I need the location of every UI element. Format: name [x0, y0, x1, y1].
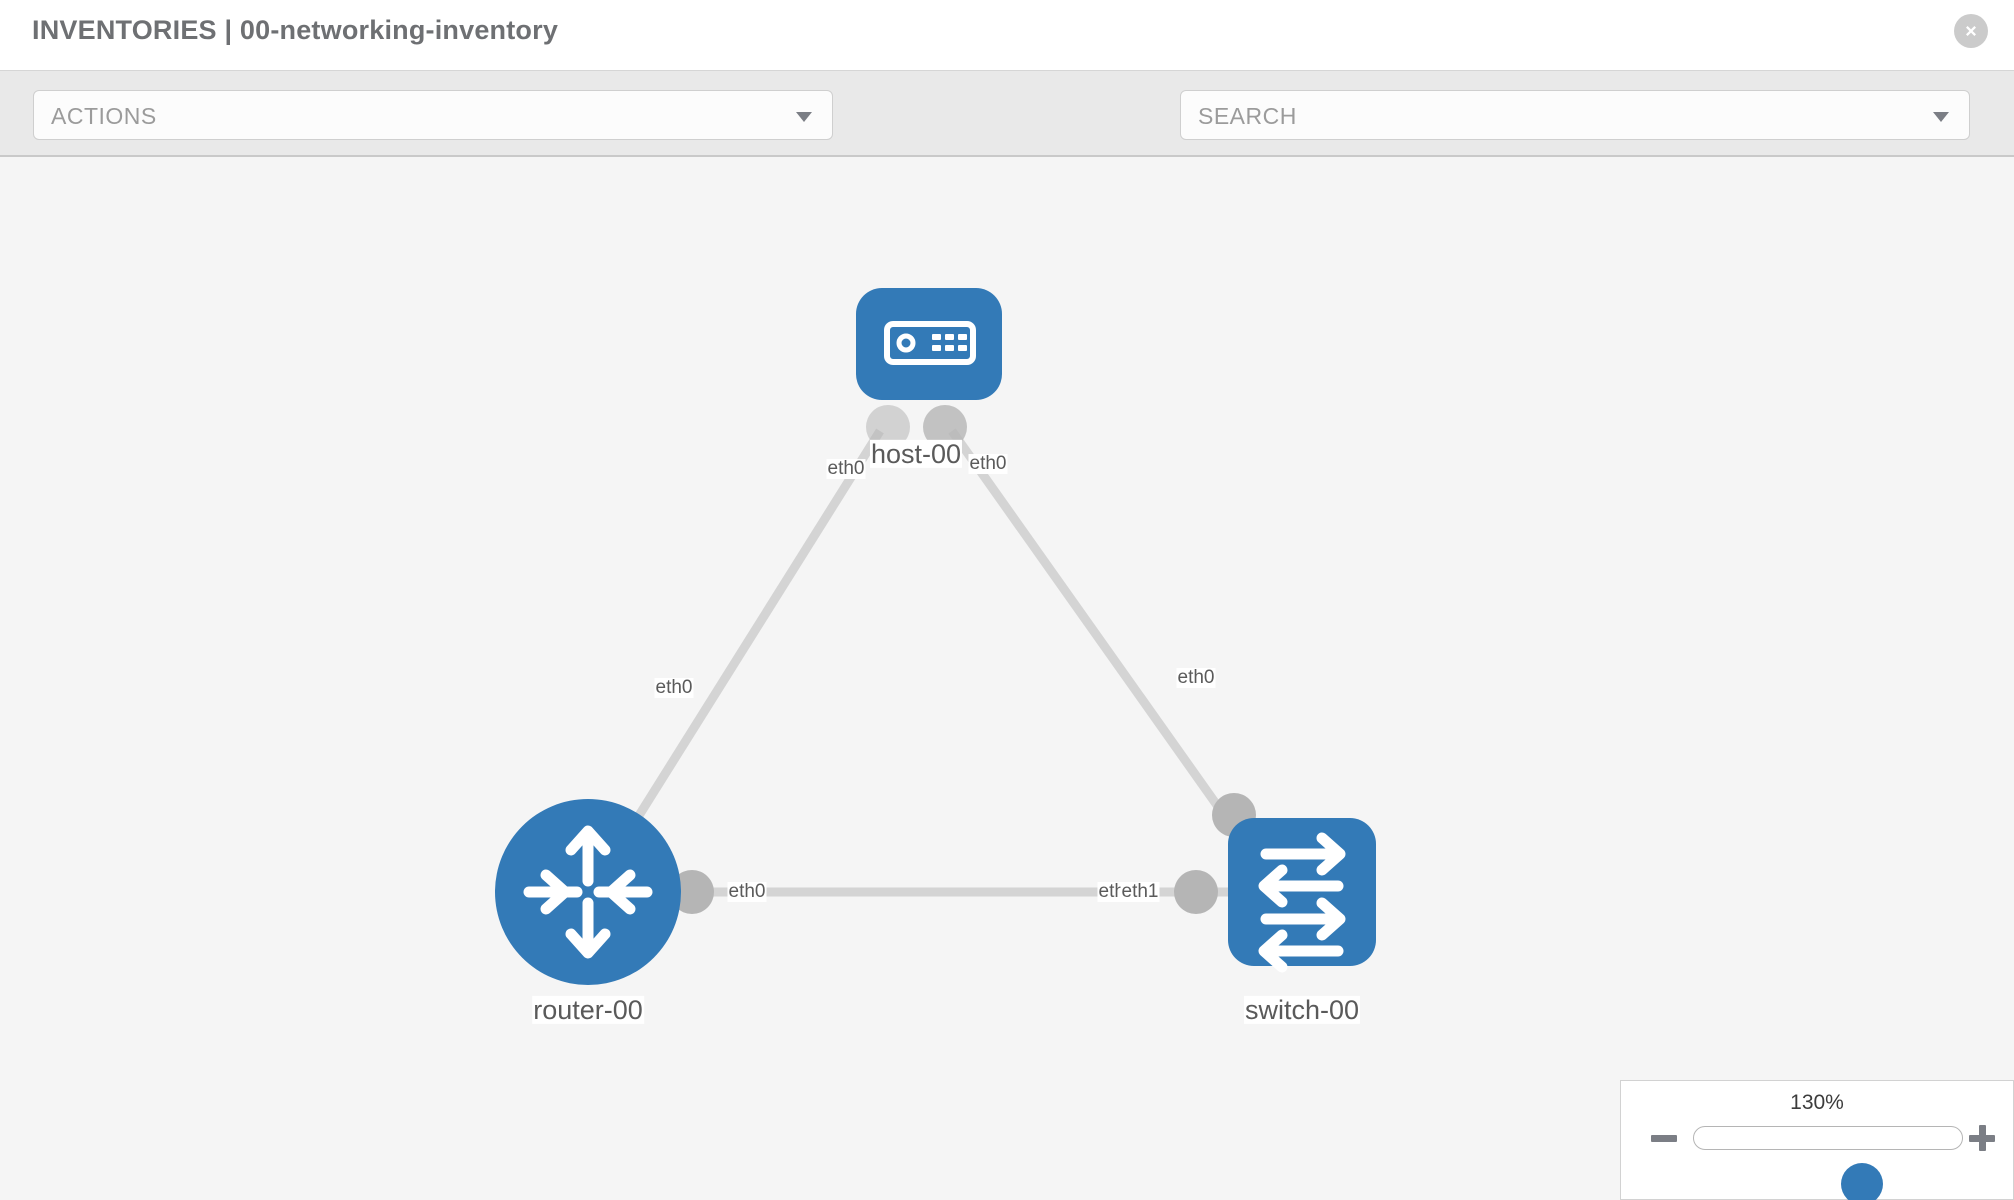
zoom-in-button[interactable]: [1967, 1123, 1997, 1153]
page-header: INVENTORIES | 00-networking-inventory: [0, 0, 2014, 70]
zoom-out-button[interactable]: [1649, 1123, 1679, 1153]
chevron-down-icon[interactable]: [1933, 112, 1949, 122]
node-host-00: [856, 288, 1002, 400]
node-label-host-00: host-00: [869, 438, 963, 469]
interface-label: eth1: [1120, 881, 1160, 903]
interface-label: eth0: [1176, 667, 1216, 689]
interface-label: eth0: [654, 677, 694, 699]
page-title: INVENTORIES | 00-networking-inventory: [32, 15, 559, 45]
chevron-down-icon: [796, 112, 812, 122]
zoom-slider-thumb[interactable]: [1841, 1163, 1883, 1200]
port-switch00-left: [1174, 870, 1218, 914]
node-router-00: [495, 799, 681, 985]
search-placeholder: SEARCH: [1198, 103, 1297, 129]
topology-canvas[interactable]: eth0 eth0 eth0 eth0 eth0 eth0 eth1 host-…: [0, 159, 2014, 1200]
topology-edges: [614, 428, 1252, 897]
topology-graph: [495, 288, 1376, 985]
node-label-switch-00: switch-00: [1243, 994, 1361, 1025]
interface-label: eth0: [968, 453, 1008, 475]
port-host00-right: [923, 405, 967, 449]
interface-label: eth0: [727, 881, 767, 903]
port-host00-left: [866, 405, 910, 449]
zoom-slider[interactable]: [1693, 1126, 1963, 1200]
close-icon[interactable]: [1954, 14, 1988, 48]
minus-icon: [1651, 1135, 1677, 1142]
interface-label: eth0: [826, 458, 866, 480]
actions-dropdown[interactable]: ACTIONS: [33, 90, 833, 140]
search-input[interactable]: SEARCH: [1180, 90, 1970, 140]
port-router00-right: [670, 870, 714, 914]
node-switch-00: [1228, 818, 1376, 973]
zoom-control-panel: 130%: [1620, 1080, 2014, 1200]
topology-ports: [670, 405, 1256, 914]
actions-dropdown-label: ACTIONS: [51, 103, 157, 129]
link-host00-switch00: [948, 428, 1252, 852]
toolbar: ACTIONS SEARCH: [0, 70, 2014, 204]
zoom-level-value: 130%: [1790, 1091, 1844, 1114]
plus-icon-vertical: [1979, 1125, 1986, 1151]
node-label-router-00: router-00: [532, 994, 644, 1025]
link-host00-router00: [614, 428, 884, 852]
